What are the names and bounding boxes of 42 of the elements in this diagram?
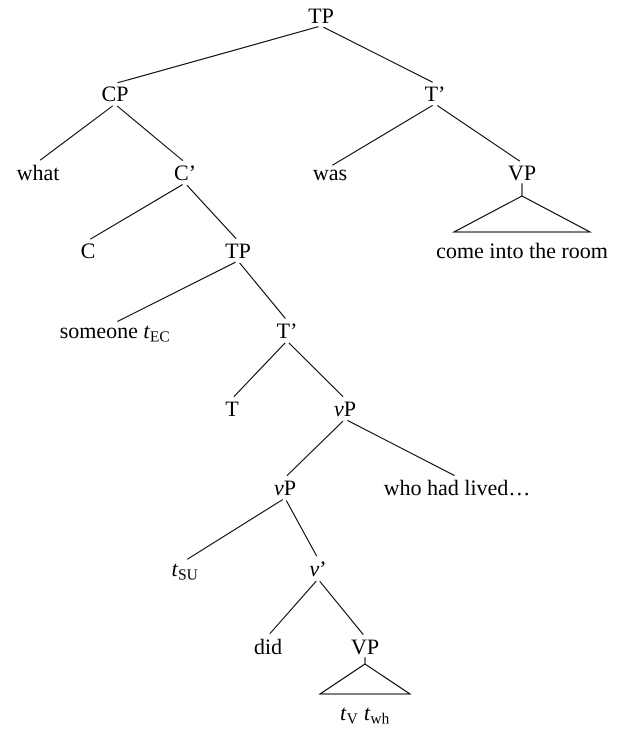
branch-line: [233, 342, 286, 398]
branch-line: [521, 183, 523, 196]
tree-label: C’: [174, 165, 194, 180]
tree-label: who had lived…: [384, 480, 528, 496]
branch-line: [269, 580, 317, 634]
branch-line: [319, 580, 364, 635]
tree-label: what: [16, 164, 60, 180]
tree-label: T’: [425, 86, 444, 101]
branch-line: [116, 105, 184, 162]
tree-label: TP: [308, 8, 333, 23]
branch-line: [117, 262, 236, 322]
branch-line: [186, 184, 237, 240]
tree-label: VP: [508, 166, 536, 180]
branch-line: [347, 420, 455, 476]
tree-label: t$_{SU}$: [172, 564, 198, 580]
tree-label: did: [254, 638, 282, 654]
tree-label: was: [312, 170, 346, 180]
tree-label: C: [82, 243, 94, 258]
tree-label: T’: [277, 323, 296, 338]
node-label: come into the room: [436, 242, 608, 258]
tree-label: CP: [102, 86, 128, 102]
tree-label: someone t$_{EC}$: [60, 326, 169, 342]
branch-line: [90, 184, 183, 240]
branch-line: [364, 657, 366, 664]
branch-line: [436, 104, 520, 162]
tree-label: T: [226, 402, 238, 416]
roof-triangle: come into the room: [437, 195, 608, 258]
branch-line: [40, 105, 114, 161]
branch-line: [288, 342, 344, 398]
tree-label: v’: [310, 561, 324, 576]
branch-line: [117, 26, 319, 84]
tree-label: vP: [334, 402, 356, 416]
branch-line: [332, 104, 433, 166]
tree-label: vP: [274, 480, 296, 496]
branch-line: [323, 26, 433, 83]
branch-line: [186, 499, 284, 560]
branch-line: [239, 262, 286, 319]
tree-label: TP: [226, 244, 250, 258]
branch-line: [286, 420, 344, 476]
node-label: t$_{V}$ t$_{wh}$: [341, 708, 390, 724]
branch-line: [286, 500, 318, 556]
tree-label: VP: [351, 640, 378, 654]
